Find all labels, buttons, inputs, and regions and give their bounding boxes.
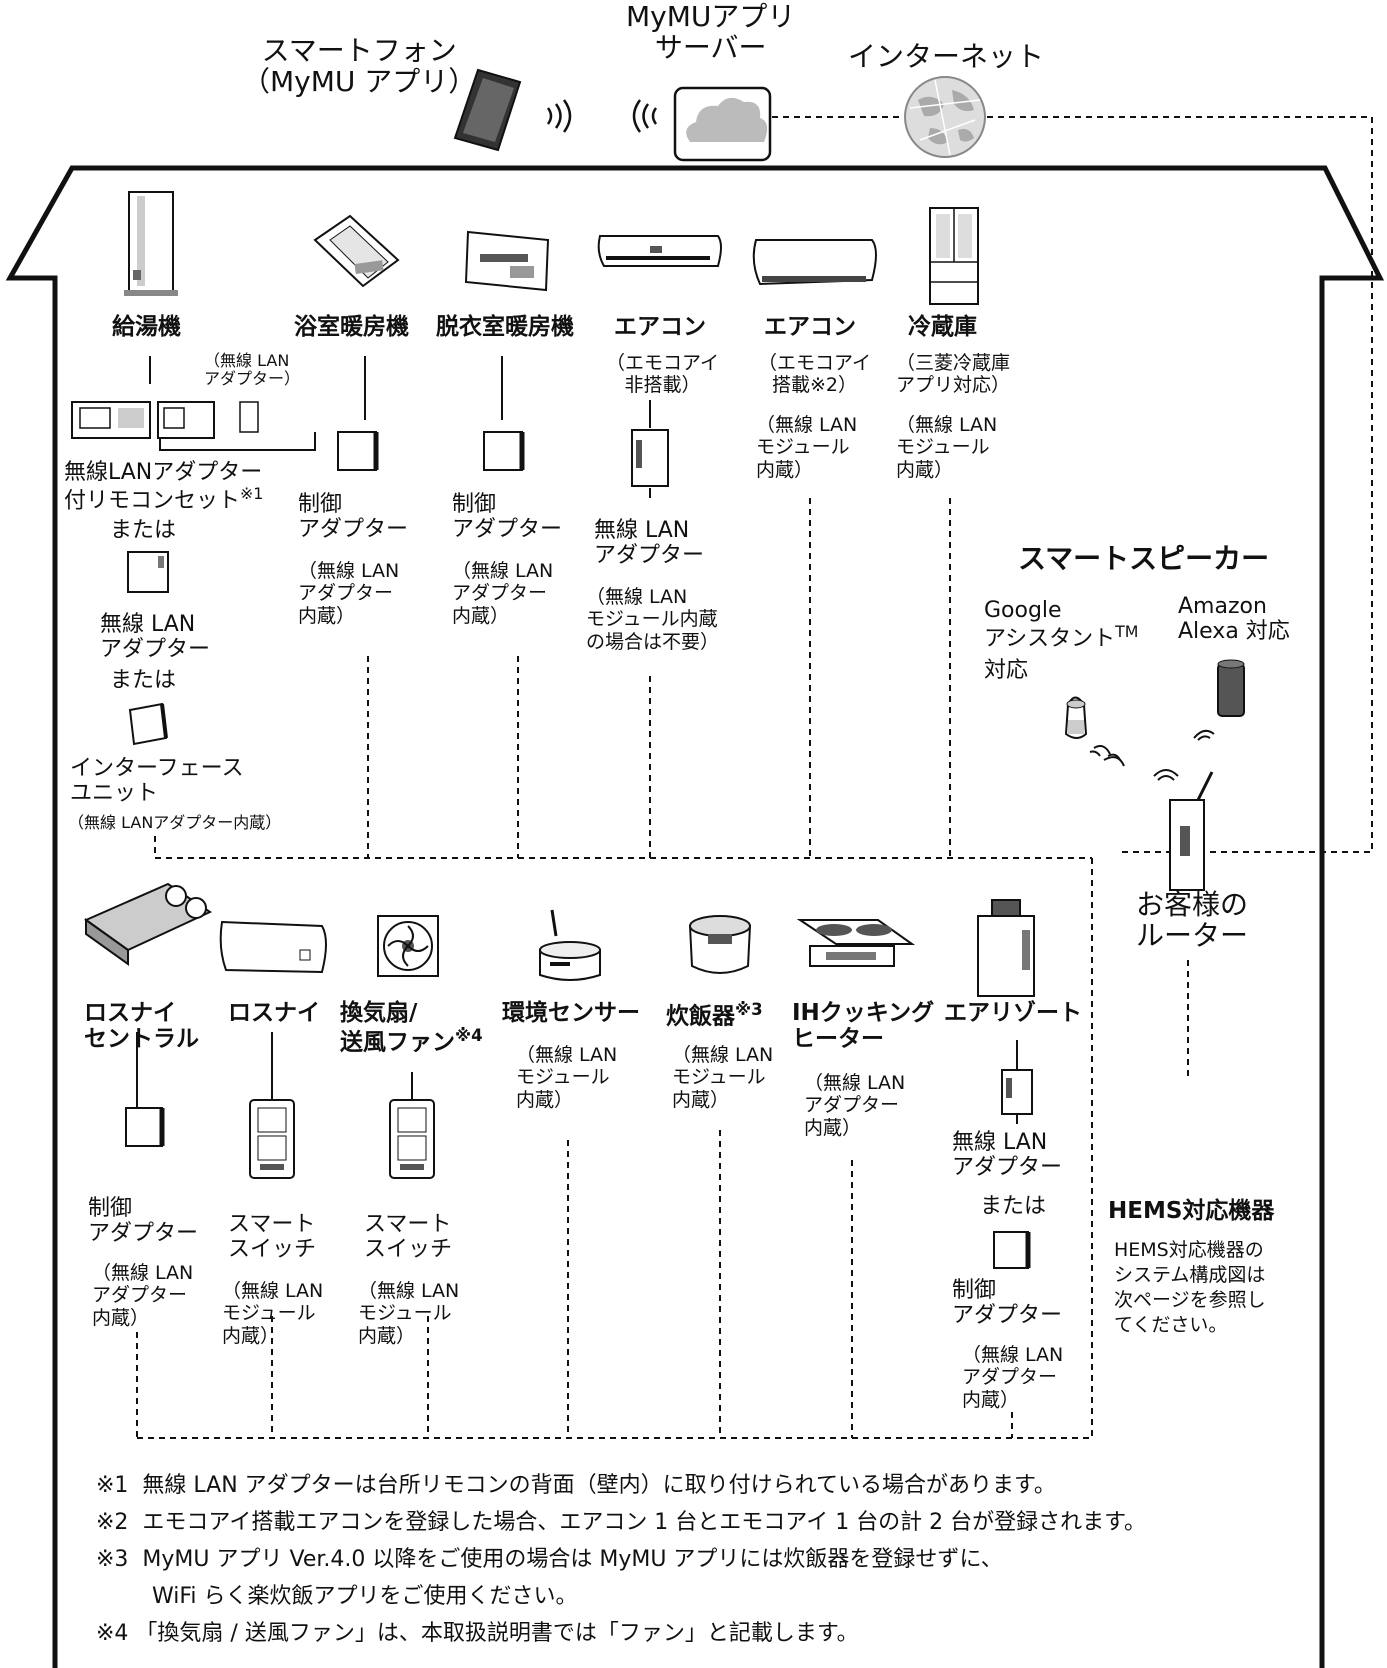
ih-label: IHクッキング ヒーター [792, 1000, 935, 1053]
smartphone-label: スマートフォン （MyMU アプリ） [242, 34, 477, 98]
cloud-server-icon [673, 86, 772, 162]
hems-title: HEMS対応機器 [1108, 1198, 1275, 1224]
smartphone-icon [453, 68, 522, 152]
hems-text: HEMS対応機器の システム構成図は 次ページを参照し てください。 [1114, 1239, 1266, 1337]
lossnay-switch-module-label: （無線 LAN モジュール 内蔵） [222, 1280, 324, 1347]
amazon-label: Amazon Alexa 対応 [1178, 594, 1290, 645]
water-heater-label: 給湯機 [112, 314, 181, 340]
lossnay-central-adapter-label: 制御 アダプター [88, 1196, 199, 1247]
remote-controller-icon [71, 401, 259, 439]
fridge-module-label: （無線 LAN モジュール 内蔵） [896, 414, 998, 481]
note-3: ※3 MyMU アプリ Ver.4.0 以降をご使用の場合は MyMU アプリに… [96, 1547, 1003, 1572]
aircon2-module-label: （無線 LAN モジュール 内蔵） [756, 414, 858, 481]
lossnay-label: ロスナイ [228, 1000, 320, 1026]
bath-heater-label: 浴室暖房機 [294, 314, 409, 340]
control-adapter-bath-icon [337, 431, 379, 471]
rice-cooker-icon [688, 915, 752, 974]
note-4: ※4 「換気扇 / 送風ファン」は、本取扱説明書では「ファン」と記載します。 [96, 1621, 859, 1646]
interface-unit-icon [128, 702, 168, 746]
control-adapter-dressing-icon [483, 431, 525, 471]
smart-speaker-title: スマートスピーカー [1018, 542, 1270, 575]
lower-network-line [136, 1130, 1092, 1439]
dressing-heater-label: 脱衣室暖房機 [436, 314, 574, 340]
aircon-emoco-icon [752, 239, 877, 286]
remote-set-label: 無線LANアダプター 付リモコンセット※1 [64, 460, 264, 514]
wlan-adapter-box-icon [127, 551, 169, 593]
environment-sensor-icon [539, 909, 601, 981]
smart-switch-fan-icon [389, 1099, 435, 1179]
air-resort-control-adapter-label: 制御 アダプター [952, 1278, 1063, 1329]
fridge-sub-label: （三菱冷蔵庫 アプリ対応） [896, 352, 1011, 397]
dressing-room-heater-icon [464, 230, 550, 292]
ih-sub-label: （無線 LAN アダプター 内蔵） [804, 1072, 906, 1139]
aircon1-adapter-sub-label: （無線 LAN モジュール内蔵 の場合は不要） [586, 586, 720, 653]
internet-label: インターネット [848, 40, 1045, 73]
lossnay-central-label: ロスナイ セントラル [84, 1000, 199, 1053]
internet-dashed-link [772, 116, 1373, 853]
dressing-adapter-builtin-label: （無線 LAN アダプター 内蔵） [452, 560, 554, 627]
rice-cooker-label: 炊飯器※3 [666, 1000, 763, 1030]
amazon-speaker-icon [1217, 659, 1245, 717]
house-outline [5, 165, 1385, 1668]
lossnay-switch-label: スマート スイッチ [228, 1212, 317, 1263]
fridge-label: 冷蔵庫 [908, 314, 977, 340]
aircon2-sub-label: （エモコアイ 搭載※2） [758, 352, 872, 397]
air-resort-adapter-label: 無線 LAN アダプター [952, 1130, 1063, 1181]
solid-connectors [136, 356, 1018, 1124]
google-label: Google アシスタントTM [984, 598, 1139, 652]
aircon1-adapter-label: 無線 LAN アダプター [594, 518, 705, 569]
ih-cooking-heater-icon [796, 919, 916, 967]
bath-adapter-builtin-label: （無線 LAN アダプター 内蔵） [298, 560, 400, 627]
env-sensor-module-label: （無線 LAN モジュール 内蔵） [516, 1044, 618, 1111]
bath-heater-icon [313, 214, 400, 288]
aircon-icon [597, 235, 722, 267]
ventilation-fan-icon [377, 915, 439, 977]
upper-network-line [154, 498, 1189, 1438]
wlan-adapter-small-label: （無線 LAN アダプター） [204, 351, 301, 389]
aircon2-label: エアコン [764, 314, 856, 340]
wifi-signal-icon [546, 99, 658, 133]
lossnay-central-icon [83, 882, 213, 966]
bath-control-adapter-label: 制御 アダプター [298, 492, 409, 543]
server-label: MyMUアプリ サーバー [626, 0, 796, 64]
note-2: ※2 エモコアイ搭載エアコンを登録した場合、エアコン 1 台とエモコアイ 1 台… [96, 1510, 1146, 1535]
dressing-control-adapter-label: 制御 アダプター [452, 492, 563, 543]
rice-cooker-module-label: （無線 LAN モジュール 内蔵） [672, 1044, 774, 1111]
air-resort-label: エアリゾート [944, 1000, 1082, 1026]
water-heater-icon [124, 191, 178, 296]
wlan-adapter-label: 無線 LAN アダプター [100, 612, 211, 663]
fan-switch-label: スマート スイッチ [364, 1212, 453, 1263]
router-icon [1169, 771, 1214, 891]
air-resort-or-label: または [980, 1194, 1047, 1219]
interface-unit-sub-label: （無線 LANアダプター内蔵） [68, 813, 282, 832]
lossnay-central-builtin-label: （無線 LAN アダプター 内蔵） [92, 1262, 194, 1329]
air-resort-icon [977, 899, 1035, 997]
note-1: ※1 無線 LAN アダプターは台所リモコンの背面（壁内）に取り付けられている場… [96, 1473, 1056, 1498]
internet-globe-icon [904, 76, 986, 158]
speaker-wifi-icon [1089, 729, 1215, 781]
or-label-2: または [110, 668, 177, 693]
env-sensor-label: 環境センサー [502, 1000, 640, 1026]
interface-unit-label: インターフェース ユニット [70, 756, 244, 807]
aircon1-label: エアコン [614, 314, 706, 340]
smart-switch-lossnay-icon [249, 1099, 295, 1179]
control-adapter-lossnay-central-icon [125, 1107, 165, 1147]
note-3-continued: WiFi らく楽炊飯アプリをご使用ください。 [96, 1584, 578, 1609]
router-label: お客様の ルーター [1136, 888, 1249, 952]
aircon1-sub-label: （エモコアイ 非搭載） [606, 352, 720, 397]
wlan-adapter-aircon-icon [631, 429, 669, 487]
or-label-1: または [110, 518, 177, 543]
fan-switch-module-label: （無線 LAN モジュール 内蔵） [358, 1280, 460, 1347]
fan-label: 換気扇/ 送風ファン※4 [340, 1000, 483, 1057]
google-sub-label: 対応 [984, 658, 1029, 683]
air-resort-builtin-label: （無線 LAN アダプター 内蔵） [962, 1344, 1064, 1411]
control-adapter-air-resort-icon [993, 1231, 1031, 1269]
wlan-adapter-air-resort-icon [1001, 1069, 1033, 1115]
google-speaker-icon [1064, 696, 1088, 739]
refrigerator-icon [929, 207, 979, 305]
lossnay-icon [219, 920, 327, 974]
